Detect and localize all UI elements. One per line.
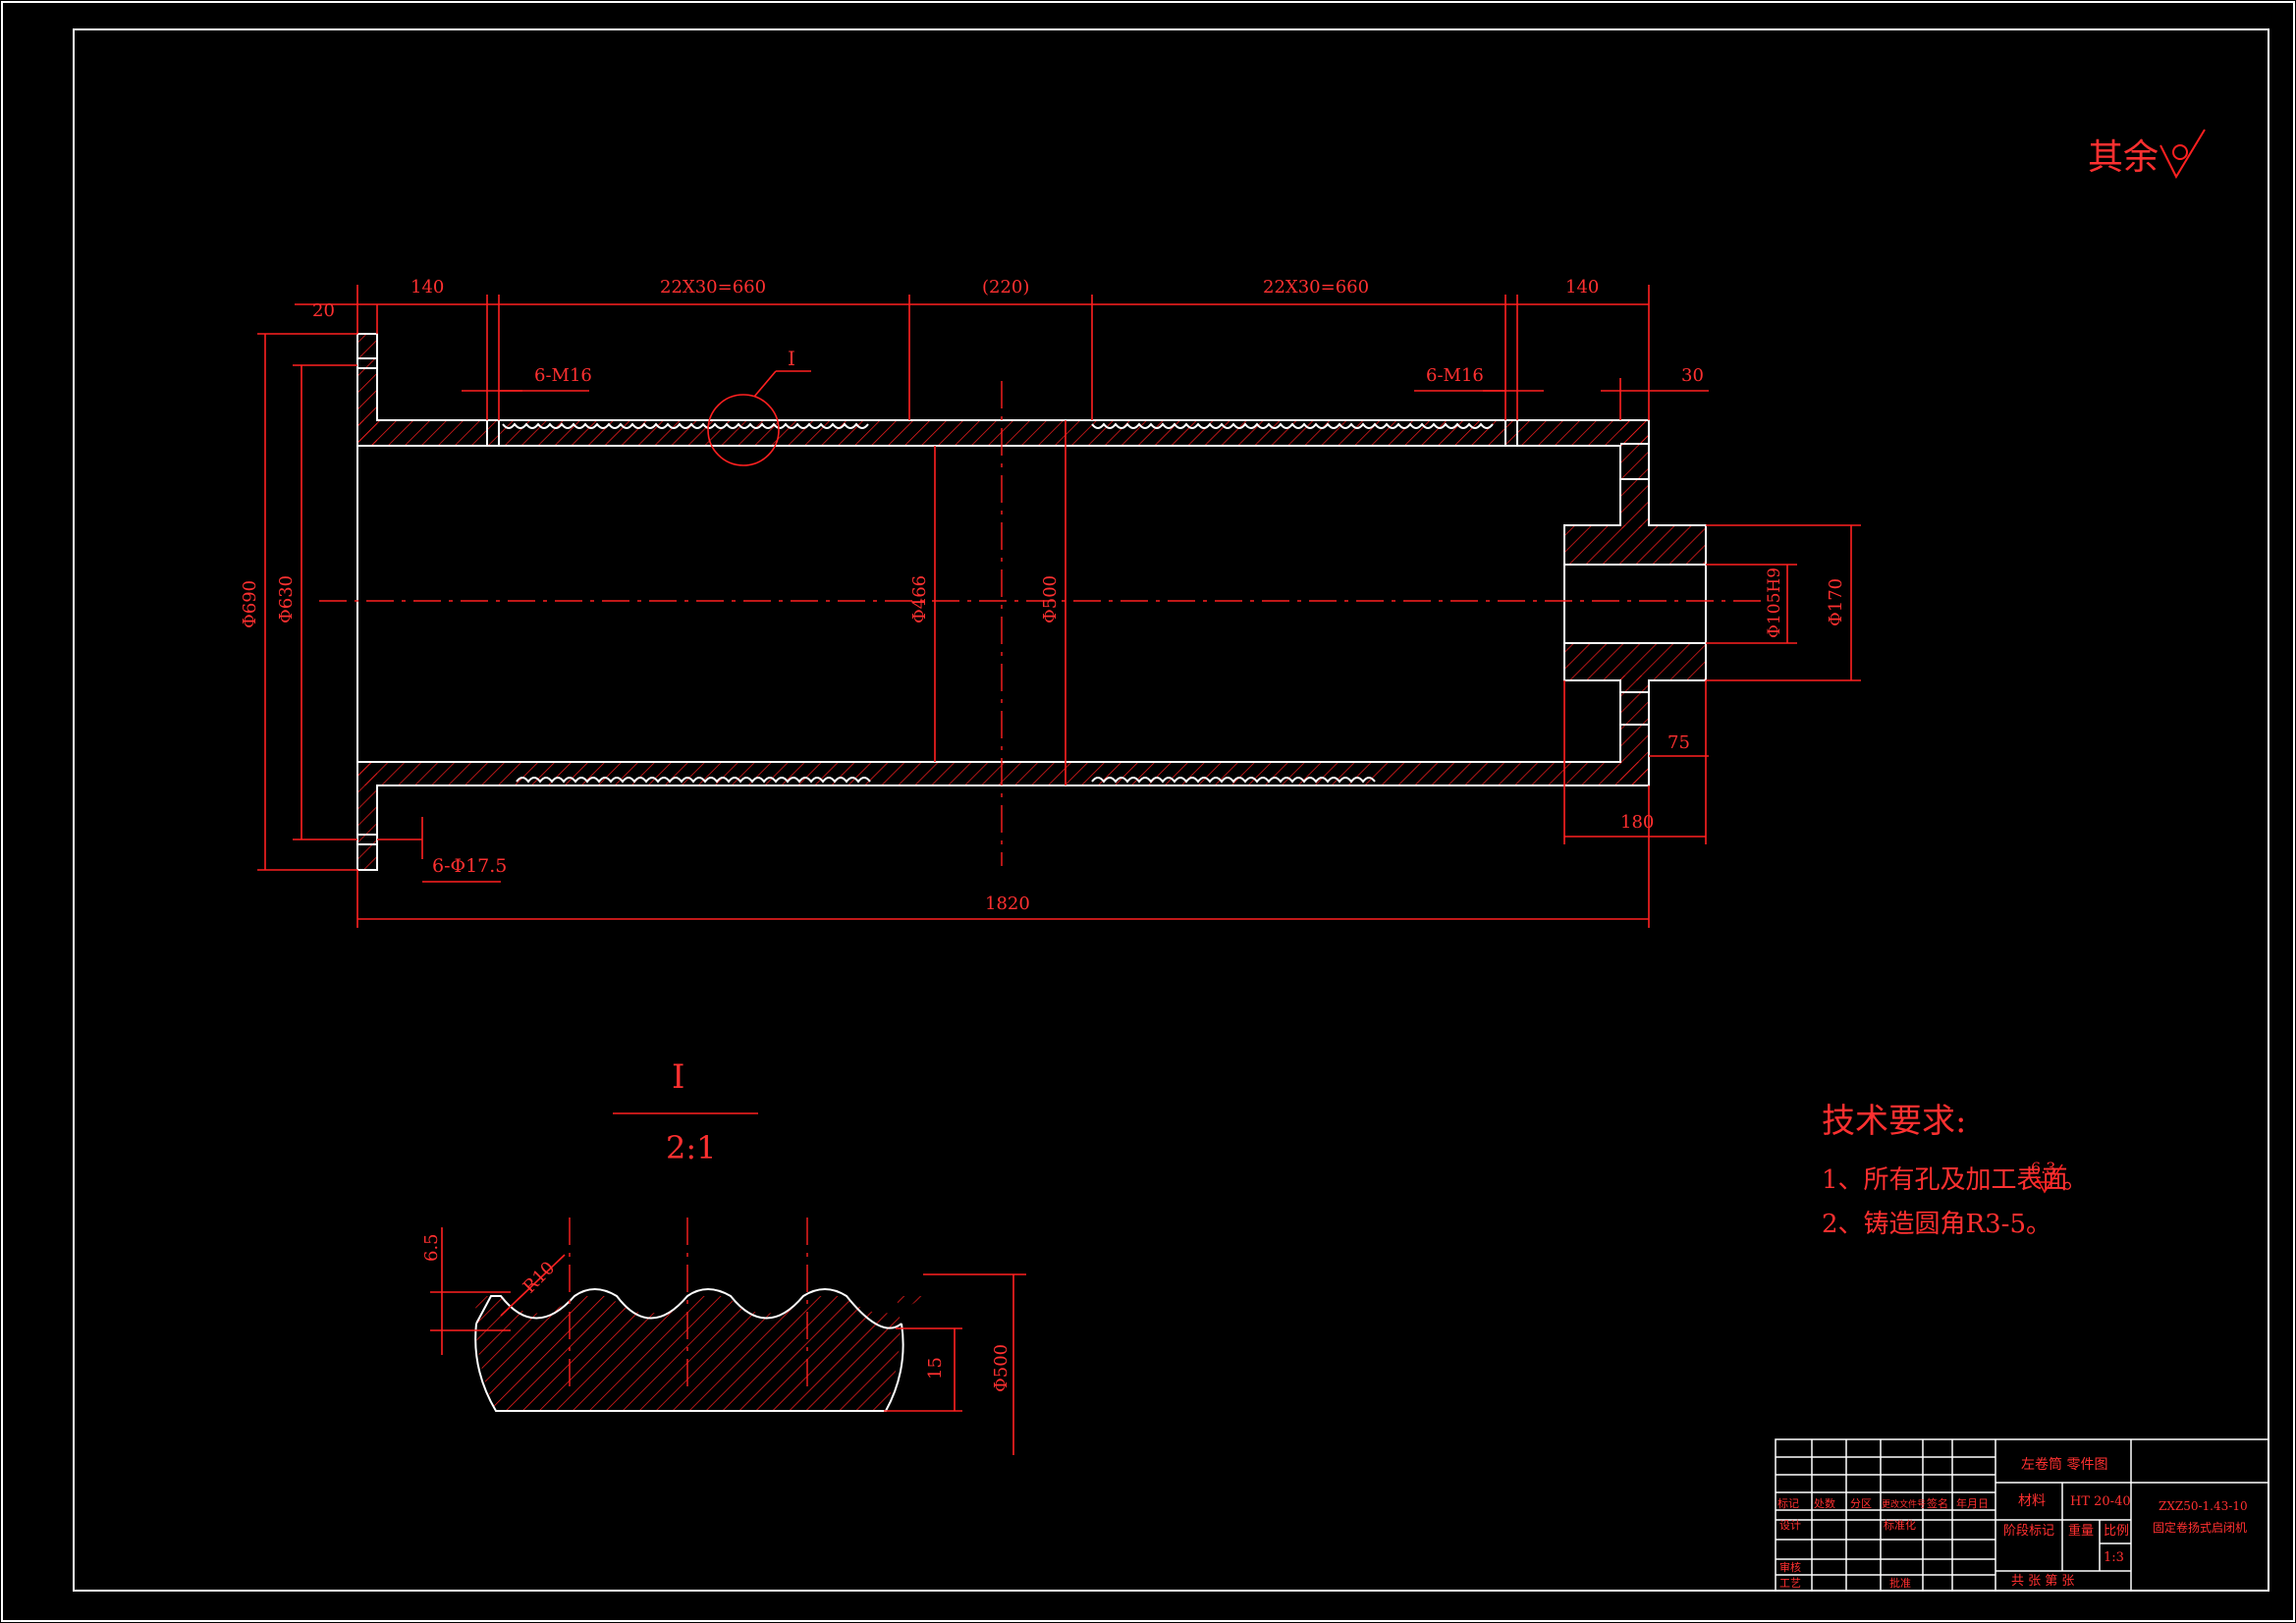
- detail-mark: I: [788, 347, 795, 370]
- detail-view: I 2:1 6.5 R10 15 Φ500: [421, 1057, 1026, 1455]
- tech-req-roughness-value: 6.3: [2031, 1159, 2055, 1177]
- tb-rev-h3: 更改文件号: [1882, 1498, 1926, 1510]
- dim-30: 30: [1681, 365, 1704, 386]
- tech-req-item1: 1、所有孔及加工表面: [1822, 1165, 2068, 1195]
- detail-dim-phi500: Φ500: [991, 1344, 1011, 1392]
- title-block-text: 左卷筒 零件图 材料 HT 20-40 阶段标记 重量 比例 1:3 共 张 第…: [1777, 1456, 2248, 1590]
- tb-standard: 标准化: [1884, 1518, 1916, 1532]
- dim-phi690: Φ690: [240, 580, 260, 628]
- dim-phi105h9: Φ105H9: [1765, 568, 1784, 638]
- dim-6m16-left: 6-M16: [534, 365, 592, 386]
- tb-product-name: 固定卷扬式启闭机: [2153, 1520, 2247, 1535]
- tech-req-item1-suffix: 。: [2062, 1165, 2088, 1195]
- tech-req-item2: 2、铸造圆角R3-5。: [1822, 1210, 2051, 1239]
- tb-weight-label: 重量: [2068, 1523, 2094, 1539]
- roughness-mark-icon: [2035, 1163, 2063, 1194]
- dim-phi170: Φ170: [1826, 578, 1846, 626]
- title-block: [1775, 1438, 2269, 1592]
- dimensions: 20 140 22X30=660 (220) 22X30=660 140 6-M…: [240, 277, 1861, 928]
- technical-requirements: 技术要求: 1、所有孔及加工表面 6.3 。 2、铸造圆角R3-5。: [1822, 1102, 2088, 1239]
- tb-rev-h2: 分区: [1850, 1497, 1872, 1510]
- roughness-symbol-icon: [2159, 129, 2206, 180]
- tb-process: 工艺: [1779, 1577, 1801, 1590]
- dim-phi466: Φ466: [909, 575, 930, 623]
- tb-design: 设计: [1779, 1519, 1801, 1532]
- dim-6m16-right: 6-M16: [1426, 365, 1484, 386]
- tb-sheets: 共 张 第 张: [2011, 1574, 2074, 1589]
- tb-material-label: 材料: [2018, 1493, 2046, 1509]
- tb-drawing-type: 左卷筒 零件图: [2021, 1456, 2107, 1473]
- detail-scale: 2:1: [666, 1129, 717, 1166]
- inner-frame: [73, 28, 2269, 1592]
- surface-note-label: 其余: [2088, 137, 2159, 178]
- tb-material-value: HT 20-40: [2070, 1494, 2131, 1509]
- dim-1820: 1820: [985, 893, 1030, 914]
- tb-drawing-no: ZXZ50-1.43-10: [2159, 1499, 2248, 1513]
- dim-20: 20: [312, 300, 335, 321]
- dim-660-right: 22X30=660: [1263, 277, 1369, 298]
- detail-title: I: [672, 1057, 684, 1097]
- tb-rev-h1: 处数: [1814, 1497, 1835, 1510]
- dim-660-left: 22X30=660: [660, 277, 766, 298]
- dim-phi630: Φ630: [276, 575, 297, 623]
- dim-phi500: Φ500: [1040, 575, 1061, 623]
- detail-dim-6-5: 6.5: [421, 1233, 442, 1262]
- dim-220: (220): [982, 277, 1029, 298]
- tb-approve: 批准: [1889, 1576, 1911, 1590]
- tb-rev-h0: 标记: [1777, 1496, 1799, 1510]
- tb-scale-value: 1:3: [2104, 1550, 2124, 1565]
- tb-rev-h5: 年月日: [1956, 1496, 1989, 1510]
- dim-holes: 6-Φ17.5: [432, 855, 507, 877]
- surface-note: 其余: [2088, 129, 2206, 180]
- dim-140-right: 140: [1565, 277, 1599, 298]
- tb-stage-label: 阶段标记: [2003, 1524, 2054, 1539]
- dim-75: 75: [1667, 732, 1690, 753]
- tb-scale-label: 比例: [2104, 1524, 2129, 1539]
- dim-180: 180: [1620, 812, 1654, 833]
- detail-dim-15: 15: [925, 1357, 946, 1380]
- tech-req-title: 技术要求:: [1822, 1102, 1966, 1141]
- tb-rev-h4: 签名: [1927, 1496, 1948, 1510]
- dim-140-left: 140: [410, 277, 444, 298]
- tb-review: 审核: [1779, 1560, 1801, 1574]
